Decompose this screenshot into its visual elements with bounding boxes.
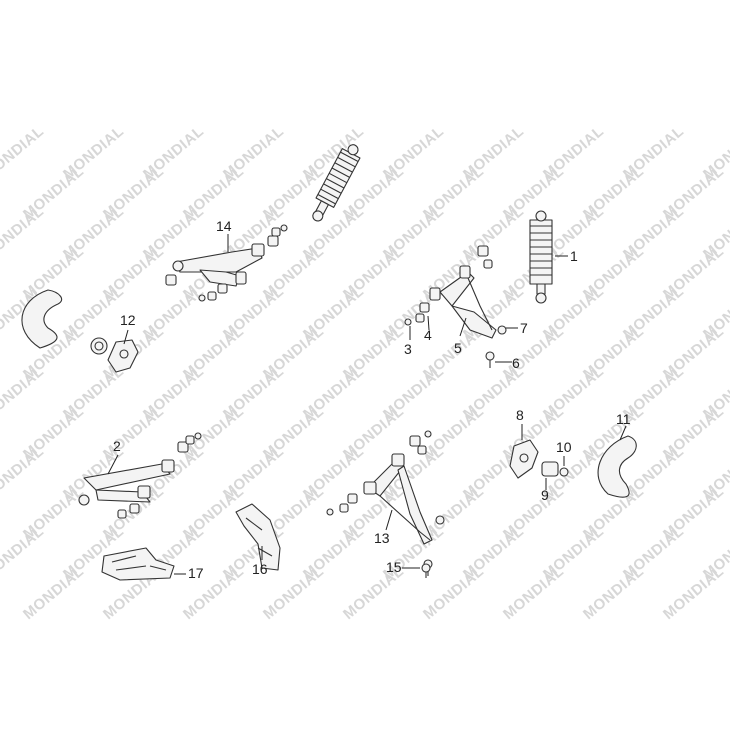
part-number-1: 1 xyxy=(570,248,578,264)
leader-lines xyxy=(107,234,627,575)
upper-shock-absorber xyxy=(312,144,361,222)
part-number-16: 16 xyxy=(252,561,268,577)
skid-plate-left xyxy=(101,547,175,581)
part-number-2: 2 xyxy=(113,438,121,454)
lower-a-arm-right xyxy=(326,430,445,576)
guard-center xyxy=(235,503,281,571)
part-number-6: 6 xyxy=(512,355,520,371)
part-number-5: 5 xyxy=(454,340,462,356)
part-number-14: 14 xyxy=(216,218,232,234)
part-number-10: 10 xyxy=(556,439,572,455)
part-number-13: 13 xyxy=(374,530,390,546)
bolt-15 xyxy=(421,563,431,578)
left-brake-disc xyxy=(21,289,63,349)
part-number-4: 4 xyxy=(424,327,432,343)
right-brake-disc xyxy=(597,435,637,498)
right-shock-absorber xyxy=(529,210,553,304)
lower-a-arm-left xyxy=(78,432,202,519)
left-steering-knuckle xyxy=(90,337,139,373)
upper-a-arm-top xyxy=(165,224,288,302)
part-number-12: 12 xyxy=(120,312,136,328)
upper-a-arm-right xyxy=(404,245,507,368)
part-number-17: 17 xyxy=(188,565,204,581)
right-steering-knuckle xyxy=(509,439,569,479)
part-number-15: 15 xyxy=(386,559,402,575)
part-number-8: 8 xyxy=(516,407,524,423)
part-number-3: 3 xyxy=(404,341,412,357)
part-number-9: 9 xyxy=(541,487,549,503)
part-number-7: 7 xyxy=(520,320,528,336)
part-number-11: 11 xyxy=(616,411,631,427)
